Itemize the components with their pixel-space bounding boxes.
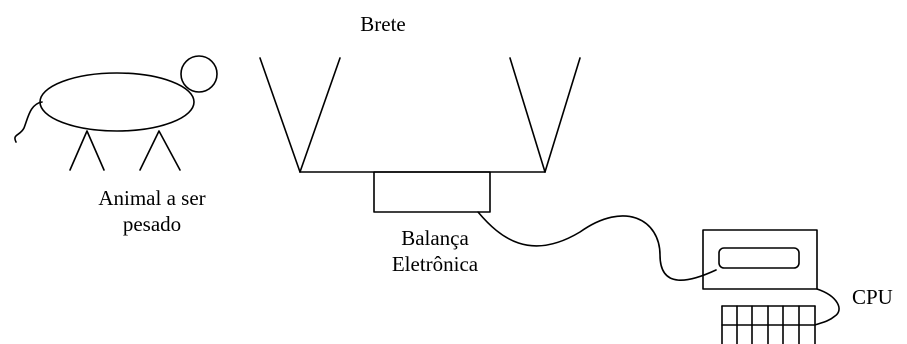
chute-right-outer-wall xyxy=(544,57,581,173)
chute-left-outer-wall xyxy=(259,57,301,173)
animal-rear-leg xyxy=(139,130,181,171)
computer-monitor xyxy=(702,229,818,290)
chute-right-inner-wall xyxy=(509,57,546,173)
scale-to-computer-cable xyxy=(477,211,717,281)
chute-left-inner-wall xyxy=(299,57,341,173)
monitor-screen xyxy=(718,247,800,269)
animal-head xyxy=(180,55,218,93)
keyboard-cable xyxy=(814,288,840,326)
animal-figure xyxy=(14,55,218,171)
animal-label-line1: Animal a ser xyxy=(98,186,206,210)
animal-front-leg xyxy=(69,130,105,171)
cpu-label: CPU xyxy=(852,285,893,309)
chute-figure xyxy=(259,57,581,173)
scale-label-line1: Balança xyxy=(401,226,469,250)
animal-tail xyxy=(14,101,43,143)
computer-figure xyxy=(702,229,840,344)
computer-keyboard xyxy=(721,305,816,344)
scale-label-line2: Eletrônica xyxy=(391,252,479,276)
chute-label: Brete xyxy=(360,12,406,36)
electronic-scale-box xyxy=(373,171,491,213)
animal-body xyxy=(39,72,195,132)
animal-label-line2: pesado xyxy=(122,212,182,236)
